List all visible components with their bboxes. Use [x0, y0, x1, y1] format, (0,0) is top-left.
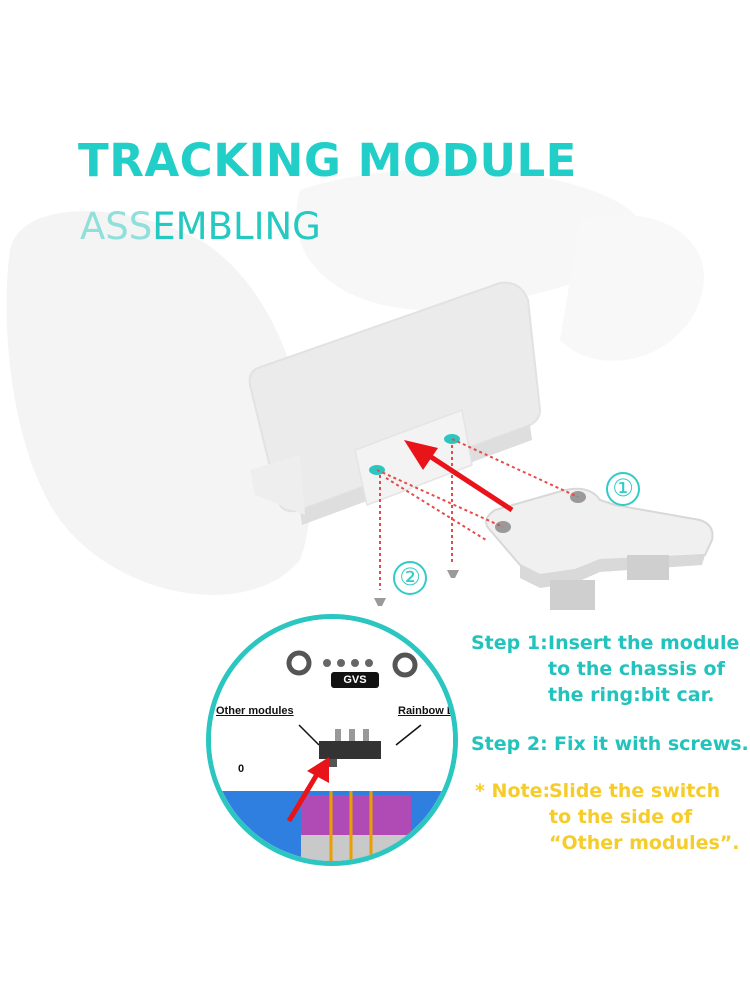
rainbow-label: Rainbow L [398, 705, 454, 717]
step-2-text: Fix it with screws. [554, 731, 749, 757]
note-line: to the side of [549, 806, 693, 828]
other-modules-label: Other modules [216, 705, 294, 717]
step-2: Step 2: Fix it with screws. [471, 731, 749, 757]
step-1-line: to the chassis of [548, 658, 725, 680]
page-subtitle: ASSEMBLING [80, 205, 321, 248]
step-1: Step 1: Insert the module to the chassis… [471, 630, 739, 706]
step-1-line: Insert the module [548, 632, 740, 654]
callout-step-one: ① [606, 472, 640, 506]
note-label: * Note: [475, 780, 551, 802]
note-text: Slide the switch to the side of “Other m… [549, 778, 740, 856]
step-1-label: Step 1: [471, 632, 548, 654]
note-line: Slide the switch [549, 780, 721, 802]
subtitle-dark-part: EMBLING [152, 205, 321, 248]
pins-label: GVS [343, 674, 367, 686]
step-1-text: Insert the module to the chassis of the … [548, 630, 739, 708]
note: * Note: Slide the switch to the side of … [475, 778, 740, 854]
callout-step-two: ② [393, 561, 427, 595]
step-1-line: the ring:bit car. [548, 684, 715, 706]
page-title: TRACKING MODULE [78, 134, 577, 187]
switch-detail-view: GVS Other modules Rainbow L 0 [206, 614, 458, 866]
step-2-line: Fix it with screws. [554, 733, 749, 755]
step-2-label: Step 2: [471, 733, 548, 755]
note-line: “Other modules”. [549, 832, 740, 854]
zero-label: 0 [238, 763, 245, 775]
detail-board [211, 619, 453, 861]
subtitle-light-part: ASS [80, 205, 153, 248]
